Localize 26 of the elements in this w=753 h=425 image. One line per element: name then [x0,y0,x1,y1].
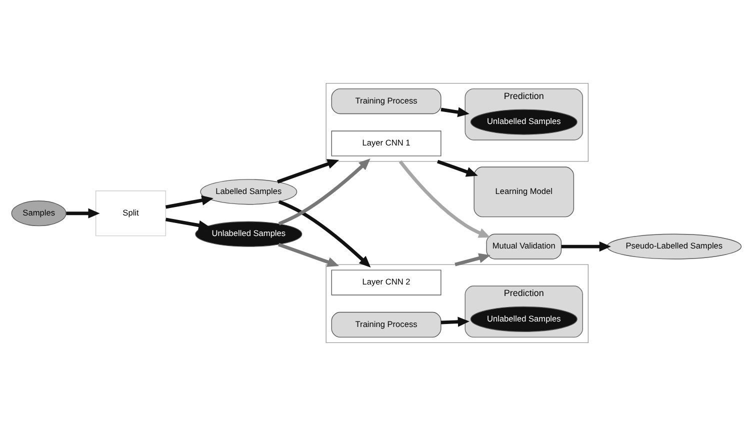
cluster [326,264,589,343]
cluster [326,82,589,162]
node-ellipse: Unlabelled Samples [470,108,578,134]
arrow [278,158,370,225]
arrow [440,316,470,326]
arrow [165,217,210,230]
arrow [278,200,371,267]
node-box: Training Process [331,311,442,338]
node-box: Layer CNN 1 [331,130,442,156]
node-box: Learning Model [474,166,574,217]
node-ellipse: Unlabelled Samples [470,306,578,332]
node-box: Split [95,190,166,236]
node-ellipse: Pseudo-Labelled Samples [606,233,742,259]
arrow [277,158,340,183]
arrow [440,106,470,117]
arrow [66,208,100,218]
arrow [278,242,340,266]
node-box: Mutual Validation [486,233,562,259]
node-ellipse: Samples [11,200,66,226]
arrow [454,252,490,266]
arrow [436,159,478,176]
arrow [398,160,490,238]
node-box: Training Process [331,88,442,114]
arrow [165,194,214,208]
node-box: Layer CNN 2 [331,269,442,295]
arrow [561,240,611,252]
